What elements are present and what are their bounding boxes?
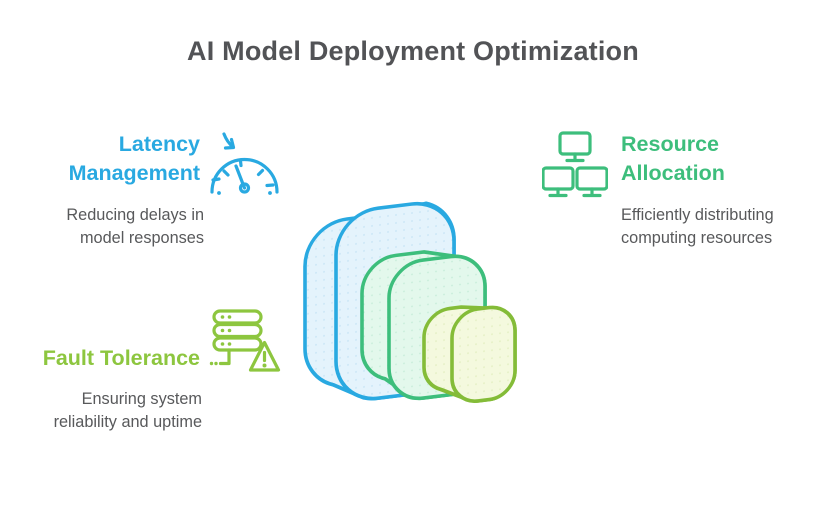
fault-heading: Fault Tolerance [42, 346, 200, 370]
page-title: AI Model Deployment Optimization [187, 36, 639, 66]
fault-description: Ensuring system reliability and uptime [53, 390, 202, 431]
cube-lime [422, 305, 517, 403]
network-monitors-icon [542, 131, 608, 201]
latency-description: Reducing delays in model responses [66, 206, 204, 247]
nested-cubes-graphic [303, 201, 517, 403]
latency-heading: Latency Management [68, 132, 200, 185]
resource-description: Efficiently distributing computing resou… [621, 206, 774, 247]
server-warning-icon [208, 307, 282, 379]
resource-heading: Resource Allocation [621, 132, 725, 185]
speedometer-icon [207, 130, 281, 204]
